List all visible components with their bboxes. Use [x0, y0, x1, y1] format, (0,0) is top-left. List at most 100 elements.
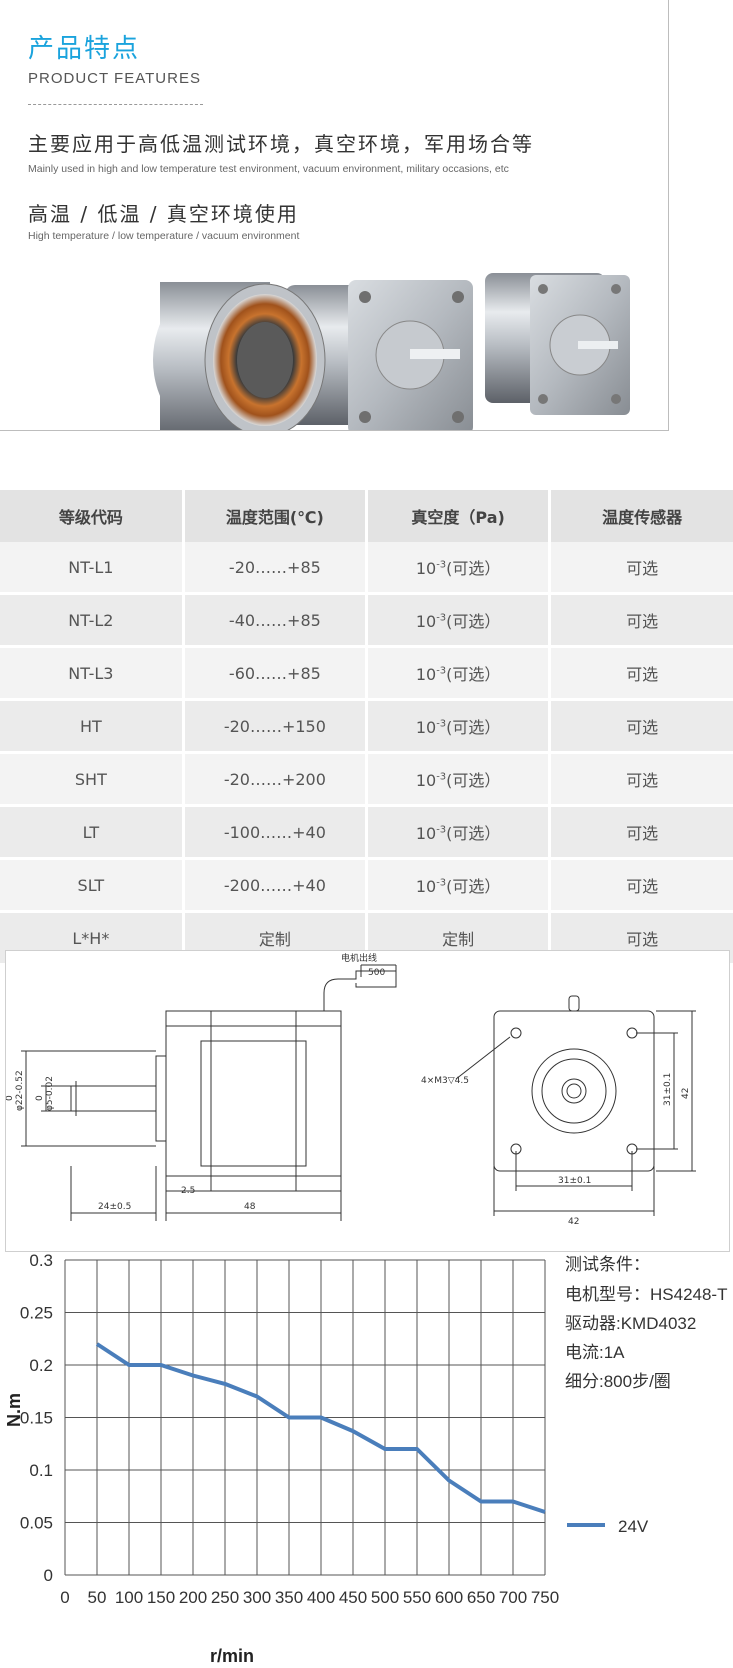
- motors-photo: [153, 273, 630, 430]
- boss-dia: φ22-0.52: [15, 1070, 25, 1111]
- table-row: HT -20……+150 10-3(可选） 可选: [0, 699, 733, 754]
- col-header-code: 等级代码: [0, 490, 185, 542]
- table-header-row: 等级代码 温度范围(℃) 真空度（Pa) 温度传感器: [0, 490, 733, 542]
- dashed-divider: [28, 104, 203, 105]
- chart-series: [95, 1342, 546, 1514]
- x-tick-label: 300: [243, 1588, 271, 1607]
- feature-line2-en: High temperature / low temperature / vac…: [28, 230, 300, 242]
- cell-code: NT-L3: [0, 646, 185, 701]
- cell-range: -20……+150: [183, 699, 369, 754]
- body-length: 48: [244, 1202, 256, 1212]
- y-tick-label: 0.15: [20, 1409, 53, 1428]
- cell-range: -100……+40: [183, 805, 369, 860]
- cell-vacuum: 10-3(可选）: [366, 646, 552, 701]
- dimension-drawing: 电机出线 500 φ22-0.52 0 φ5-0.02 0 24±0.5 2.5…: [5, 950, 730, 1252]
- table-row: NT-L1 -20……+85 10-3(可选） 可选: [0, 542, 733, 595]
- x-tick-label: 250: [211, 1588, 239, 1607]
- cell-vacuum: 10-3(可选）: [366, 699, 552, 754]
- cell-vacuum: 10-3(可选）: [366, 805, 552, 860]
- cell-range: -40……+85: [183, 593, 369, 648]
- table-row: SLT -200……+40 10-3(可选） 可选: [0, 858, 733, 913]
- side-view: [21, 964, 397, 1221]
- y-tick-label: 0.05: [20, 1514, 53, 1533]
- feature-line2-zh: 高温 / 低温 / 真空环境使用: [28, 202, 299, 226]
- cell-code: NT-L1: [0, 542, 185, 595]
- x-tick-label: 500: [371, 1588, 399, 1607]
- cell-code: HT: [0, 699, 185, 754]
- spec-table: 等级代码 温度范围(℃) 真空度（Pa) 温度传感器 NT-L1 -20……+8…: [0, 490, 733, 966]
- col-header-temp-range: 温度范围(℃): [183, 490, 369, 542]
- y-tick-label: 0: [44, 1566, 53, 1585]
- cell-range: -20……+200: [183, 752, 369, 807]
- cell-range: -20……+85: [183, 542, 369, 595]
- cell-sensor: 可选: [549, 752, 733, 807]
- x-tick-label: 450: [339, 1588, 367, 1607]
- hole-pitch-h: 31±0.1: [558, 1176, 591, 1186]
- cell-vacuum: 10-3(可选）: [366, 858, 552, 913]
- cell-sensor: 可选: [549, 805, 733, 860]
- cell-sensor: 可选: [549, 593, 733, 648]
- table-row: NT-L3 -60……+85 10-3(可选） 可选: [0, 646, 733, 701]
- cell-code: LT: [0, 805, 185, 860]
- cell-code: NT-L2: [0, 593, 185, 648]
- test-conditions: 测试条件： 电机型号：HS4248-T 驱动器:KMD4032 电流:1A 细分…: [565, 1255, 727, 1391]
- table-row: LT -100……+40 10-3(可选） 可选: [0, 805, 733, 860]
- cell-vacuum: 10-3(可选）: [366, 593, 552, 648]
- cell-sensor: 可选: [549, 858, 733, 913]
- shaft-dia-top: 0: [35, 1095, 45, 1101]
- x-tick-label: 150: [147, 1588, 175, 1607]
- cell-vacuum: 10-3(可选）: [366, 752, 552, 807]
- y-axis-label: N.m: [4, 1393, 24, 1427]
- holes-spec: 4×M3▽4.5: [421, 1076, 469, 1086]
- x-tick-label: 100: [115, 1588, 143, 1607]
- x-tick-label: 700: [499, 1588, 527, 1607]
- cell-vacuum: 10-3(可选）: [366, 542, 552, 595]
- col-header-vacuum: 真空度（Pa): [366, 490, 552, 542]
- front-view: [455, 995, 696, 1216]
- shaft-length: 24±0.5: [98, 1202, 131, 1212]
- series-line-24v: [95, 1342, 546, 1514]
- x-tick-label: 350: [275, 1588, 303, 1607]
- feature-line1-en: Mainly used in high and low temperature …: [28, 163, 509, 175]
- condition-line: 细分:800步/圈: [565, 1372, 671, 1391]
- x-tick-label: 0: [60, 1588, 69, 1607]
- x-tick-label: 600: [435, 1588, 463, 1607]
- cell-range: -200……+40: [183, 858, 369, 913]
- feature-line1-zh: 主要应用于高低温测试环境，真空环境，军用场合等: [28, 132, 534, 156]
- x-tick-label: 550: [403, 1588, 431, 1607]
- x-tick-label: 650: [467, 1588, 495, 1607]
- y-tick-label: 0.1: [29, 1461, 53, 1480]
- cell-sensor: 可选: [549, 542, 733, 595]
- condition-line: 测试条件：: [565, 1255, 650, 1274]
- col-header-sensor: 温度传感器: [549, 490, 733, 542]
- flange-length: 2.5: [181, 1186, 195, 1196]
- condition-line: 电机型号：HS4248-T: [565, 1285, 727, 1304]
- shaft-dia: φ5-0.02: [45, 1076, 55, 1111]
- condition-line: 电流:1A: [565, 1343, 625, 1362]
- boss-dia-top: 0: [6, 1095, 15, 1101]
- lead-length: 500: [368, 968, 385, 978]
- y-tick-label: 0.25: [20, 1304, 53, 1323]
- table-row: SHT -20……+200 10-3(可选） 可选: [0, 752, 733, 807]
- x-tick-label: 750: [531, 1588, 559, 1607]
- features-panel: 产品特点 PRODUCT FEATURES 主要应用于高低温测试环境，真空环境，…: [0, 0, 669, 431]
- frame-size-h: 42: [568, 1217, 579, 1227]
- frame-size-v: 42: [681, 1088, 691, 1099]
- cell-code: SHT: [0, 752, 185, 807]
- lead-label: 电机出线: [341, 952, 377, 964]
- features-subtitle: PRODUCT FEATURES: [28, 70, 201, 87]
- cell-range: -60……+85: [183, 646, 369, 701]
- x-tick-label: 200: [179, 1588, 207, 1607]
- y-tick-label: 0.2: [29, 1356, 53, 1375]
- cell-code: SLT: [0, 858, 185, 913]
- x-tick-label: 400: [307, 1588, 335, 1607]
- features-title: 产品特点: [28, 34, 141, 64]
- condition-line: 驱动器:KMD4032: [565, 1314, 696, 1333]
- legend-label: 24V: [618, 1517, 649, 1536]
- y-tick-label: 0.3: [29, 1251, 53, 1270]
- table-row: NT-L2 -40……+85 10-3(可选） 可选: [0, 593, 733, 648]
- cell-sensor: 可选: [549, 699, 733, 754]
- cell-sensor: 可选: [549, 646, 733, 701]
